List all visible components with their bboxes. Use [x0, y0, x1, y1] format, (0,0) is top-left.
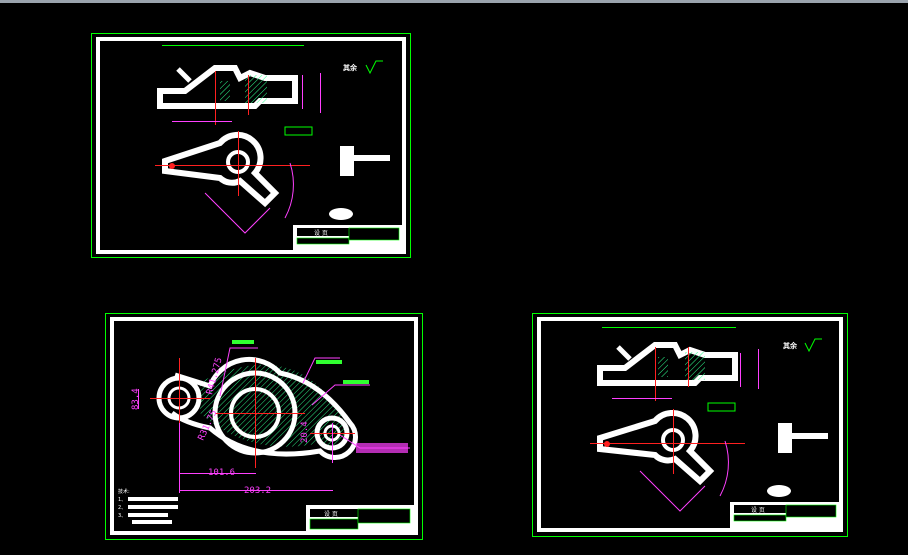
rocker-arm-view: [138, 347, 410, 493]
part-top-view: [590, 409, 745, 512]
section-table: [778, 423, 792, 453]
annotation-label: [232, 340, 254, 344]
geometric-tolerance-frame: [284, 126, 313, 136]
drawing-sheet-1[interactable]: 其余 设 页: [91, 33, 411, 258]
sheet-border: [110, 317, 418, 535]
cad-model-space[interactable]: 其余 设 页: [0, 3, 908, 555]
sheet-border: [537, 317, 843, 532]
title-block: 设 页: [306, 505, 416, 533]
title-block: 设 页: [730, 502, 840, 529]
sheet-frame: [532, 313, 848, 537]
annotation-label: [343, 380, 369, 384]
part-side-view: [157, 45, 321, 136]
geometric-tolerance-frame: [707, 402, 736, 412]
roughness-symbol-icon: [804, 338, 822, 353]
title-block: 设 页: [293, 225, 403, 251]
annotation-label: [316, 360, 342, 364]
title-block-label: 设 页: [314, 229, 328, 237]
stamp-mark: [767, 485, 791, 497]
dimension-83-4: 83.4: [131, 388, 141, 410]
part-top-view: [155, 131, 310, 234]
roughness-label: 其余: [783, 341, 798, 350]
section-table: [340, 146, 354, 176]
drawing-sheet-2[interactable]: 101.6 203.2 R41.275 R31.75 83.4 20.4 技术:…: [105, 313, 423, 540]
sheet-border: [96, 37, 406, 254]
drawing-sheet-3[interactable]: 其余 设 页: [532, 313, 848, 537]
technical-notes: 技术: 1、 2、 3、: [118, 488, 178, 524]
dimension-20-4: 20.4: [300, 421, 310, 443]
svg-text:2、: 2、: [118, 505, 126, 511]
stamp-mark: [329, 208, 353, 220]
sheet-frame: [91, 33, 411, 258]
roughness-symbol-icon: [365, 60, 383, 75]
title-block-label: 设 页: [751, 506, 765, 514]
svg-text:技术:: 技术:: [118, 488, 130, 495]
svg-text:1、: 1、: [118, 497, 126, 503]
part-side-view: [597, 327, 759, 412]
window-top-bar: [0, 0, 908, 3]
sheet-frame: [105, 313, 423, 540]
title-block-label: 设 页: [324, 510, 338, 518]
annotation-label: [356, 443, 408, 453]
svg-text:3、: 3、: [118, 513, 126, 519]
dimension-203-2: 203.2: [244, 486, 271, 496]
roughness-label: 其余: [343, 63, 358, 72]
dimension-101-6: 101.6: [208, 468, 235, 478]
